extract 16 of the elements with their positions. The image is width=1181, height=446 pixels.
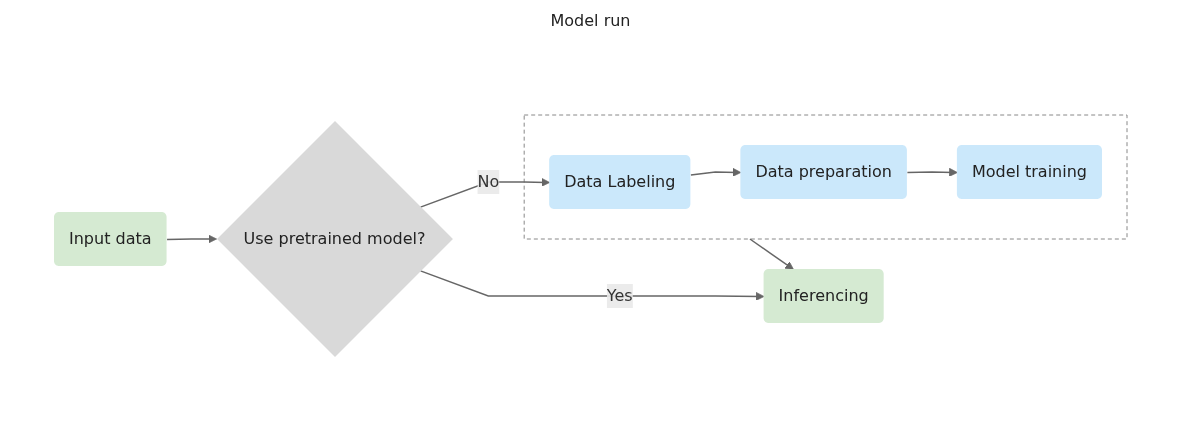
edge-label: Yes xyxy=(606,285,633,305)
node-box: Data Labeling xyxy=(549,154,691,209)
arrow xyxy=(906,167,958,177)
node-box: Inferencing xyxy=(763,268,884,323)
note-text: Model run xyxy=(550,10,631,30)
node-box: Data preparation xyxy=(740,144,907,199)
node-box: Model training xyxy=(956,144,1102,199)
edge-label: No xyxy=(477,171,500,191)
node-diamond: Use pretrained model? xyxy=(217,120,453,357)
arrow xyxy=(419,269,765,301)
arrow xyxy=(166,234,217,243)
cluster xyxy=(523,114,1128,240)
arrow xyxy=(419,177,551,208)
arrow xyxy=(749,237,794,270)
arrow xyxy=(690,167,742,177)
node-box: Input data xyxy=(54,211,167,266)
